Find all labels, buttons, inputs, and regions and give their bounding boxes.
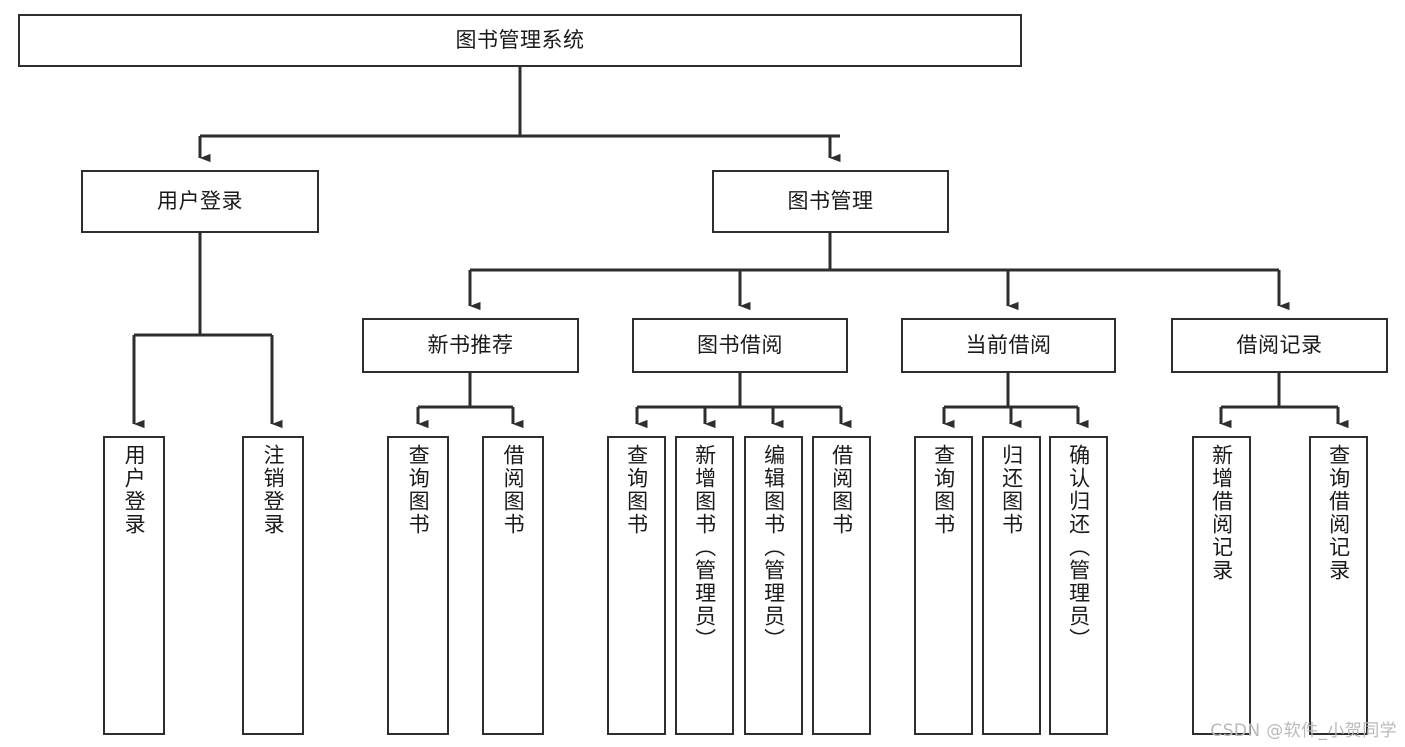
- node-borrow-record[interactable]: 借阅记录: [1171, 318, 1388, 373]
- node-leaf-add-record-label: 新增借阅记录: [1209, 444, 1234, 582]
- edge-current-borrow-to-leaves: [942, 373, 1089, 429]
- node-leaf-add-book-label: 新增图书（管理员）: [692, 444, 717, 651]
- node-leaf-query-book-2[interactable]: 查询图书: [607, 436, 666, 735]
- node-new-book-rec[interactable]: 新书推荐: [362, 318, 579, 373]
- edge-new-book-rec-to-leaves: [416, 373, 524, 429]
- node-leaf-confirm-return[interactable]: 确认归还（管理员）: [1049, 436, 1108, 735]
- node-leaf-query-record[interactable]: 查询借阅记录: [1309, 436, 1368, 735]
- node-new-book-rec-label: 新书推荐: [427, 333, 514, 358]
- edge-book-borrow-to-leaves: [635, 373, 852, 429]
- node-leaf-logout-label: 注销登录: [261, 444, 286, 536]
- node-current-borrow-label: 当前借阅: [965, 333, 1052, 358]
- node-leaf-return-book-label: 归还图书: [999, 444, 1024, 536]
- node-leaf-query-book-3[interactable]: 查询图书: [914, 436, 973, 735]
- node-leaf-edit-book-label: 编辑图书（管理员）: [761, 444, 786, 651]
- node-leaf-query-book-3-label: 查询图书: [931, 444, 956, 536]
- node-leaf-user-login-label: 用户登录: [122, 444, 147, 536]
- edge-book-manage-to-level3: [468, 233, 1290, 311]
- node-leaf-logout[interactable]: 注销登录: [242, 436, 304, 735]
- node-leaf-confirm-return-label: 确认归还（管理员）: [1066, 444, 1091, 651]
- node-leaf-query-book-1-label: 查询图书: [406, 444, 431, 536]
- node-leaf-query-record-label: 查询借阅记录: [1326, 444, 1351, 582]
- node-user-login-label: 用户登录: [157, 189, 243, 214]
- node-book-borrow[interactable]: 图书借阅: [632, 318, 848, 373]
- node-leaf-edit-book[interactable]: 编辑图书（管理员）: [744, 436, 803, 735]
- node-current-borrow[interactable]: 当前借阅: [901, 318, 1116, 373]
- edge-borrow-record-to-leaves: [1219, 373, 1349, 429]
- node-user-login[interactable]: 用户登录: [81, 170, 319, 233]
- edge-user-login-to-leaves: [132, 233, 283, 429]
- node-leaf-borrow-book-2-label: 借阅图书: [829, 444, 854, 536]
- node-leaf-borrow-book-2[interactable]: 借阅图书: [812, 436, 871, 735]
- node-book-manage[interactable]: 图书管理: [712, 170, 949, 233]
- node-borrow-record-label: 借阅记录: [1236, 333, 1323, 358]
- node-leaf-add-book[interactable]: 新增图书（管理员）: [675, 436, 734, 735]
- node-book-borrow-label: 图书借阅: [697, 333, 783, 358]
- csdn-watermark: CSDN @软件_小贺同学: [1210, 721, 1397, 741]
- node-leaf-query-book-1[interactable]: 查询图书: [387, 436, 449, 735]
- node-leaf-borrow-book-1[interactable]: 借阅图书: [482, 436, 544, 735]
- node-leaf-user-login[interactable]: 用户登录: [103, 436, 165, 735]
- node-leaf-return-book[interactable]: 归还图书: [982, 436, 1041, 735]
- edge-root-to-level2: [198, 67, 841, 163]
- node-leaf-borrow-book-1-label: 借阅图书: [501, 444, 526, 536]
- node-root-label: 图书管理系统: [455, 28, 585, 53]
- node-leaf-query-book-2-label: 查询图书: [624, 444, 649, 536]
- node-root[interactable]: 图书管理系统: [18, 14, 1022, 67]
- node-book-manage-label: 图书管理: [787, 189, 874, 214]
- node-leaf-add-record[interactable]: 新增借阅记录: [1192, 436, 1251, 735]
